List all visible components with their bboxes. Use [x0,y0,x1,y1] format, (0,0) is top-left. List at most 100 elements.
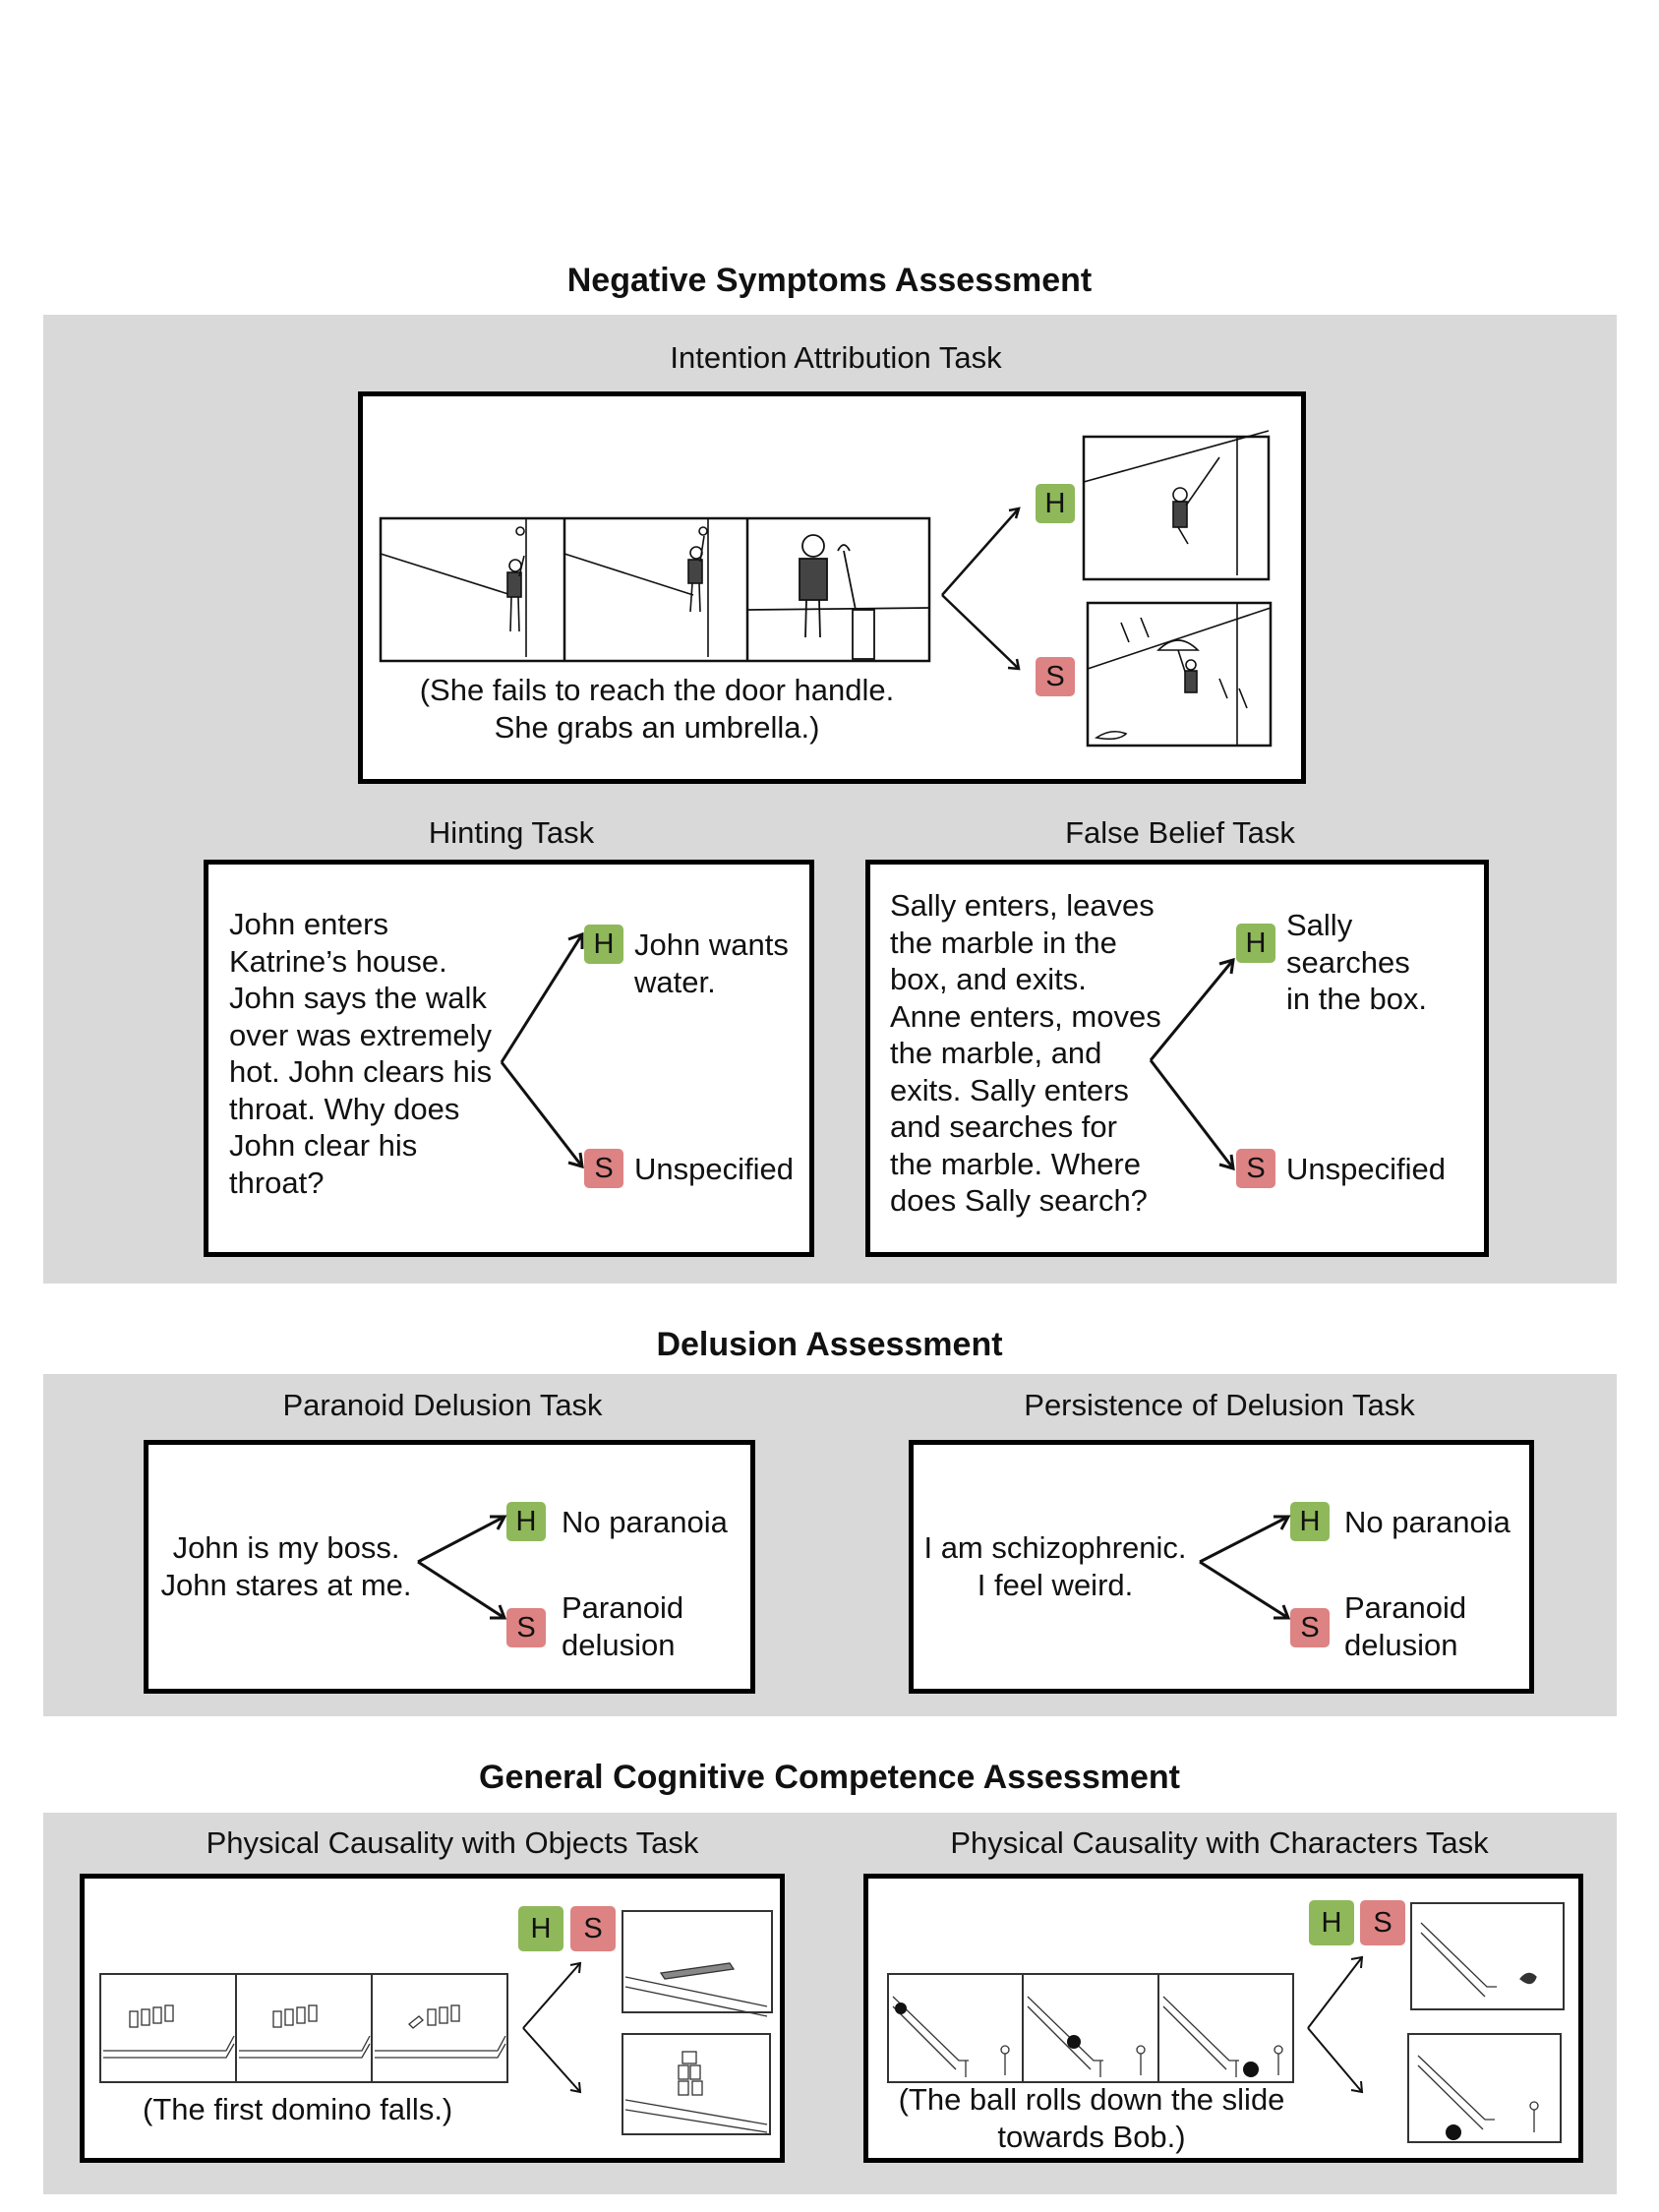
characters-outcome-s-frame [1407,2033,1562,2143]
false-belief-branch-arrows [1149,957,1235,1171]
persistence-h-badge: H [1290,1502,1330,1541]
intention-branch-arrows [941,507,1021,671]
hinting-story-line: hot. John clears his [229,1054,493,1089]
false-belief-h-answer-line: in the box. [1286,982,1428,1016]
hinting-story-line: throat. Why does [229,1091,460,1126]
characters-outcome-s-scene [1417,2055,1539,2140]
intention-strip-frame [379,516,931,663]
objects-s-badge: S [570,1906,616,1951]
hinting-h-answer-line: water. [634,964,716,999]
paranoid-s-badge: S [506,1608,546,1647]
cognitive-title: General Cognitive Competence Assessment [479,1759,1180,1796]
hinting-task-box [204,860,814,1257]
paranoid-statement: John is my boss. John stares at me. [153,1529,419,1603]
intention-panel-1 [380,518,527,657]
objects-outcome-h-scene [624,1962,768,2017]
objects-strip-frame [99,1973,508,2083]
characters-caption-line-2: towards Bob.) [997,2119,1186,2154]
paranoid-s-answer-line: Paranoid [562,1590,684,1625]
false-belief-story-line: and searches for [890,1109,1117,1144]
false-belief-story-line: Sally enters, leaves [890,888,1155,923]
characters-caption-line-1: (The ball rolls down the slide [898,2082,1285,2117]
paranoid-branch-arrows [417,1515,507,1620]
false-belief-task-box [865,860,1489,1257]
false-belief-s-answer: Unspecified [1286,1152,1446,1186]
hinting-h-answer-line: John wants [634,927,789,962]
intention-panel-3 [746,534,930,660]
paranoid-task-box [144,1440,755,1694]
intention-outcome-h-frame [1082,435,1271,581]
characters-strip-frame [887,1973,1294,2083]
characters-outcome-h-scene [1420,1922,1537,1998]
characters-task-box [863,1874,1583,2163]
objects-h-badge: H [518,1906,563,1951]
persistence-branch-arrows [1199,1515,1291,1620]
persistence-s-answer-line: delusion [1344,1627,1458,1662]
persistence-s-answer: Paranoid delusion [1344,1589,1466,1663]
characters-strip-slides [892,1996,1283,2077]
false-belief-story-line: exits. Sally enters [890,1072,1129,1107]
objects-strip-dominoes [129,2004,460,2029]
persistence-task-box [909,1440,1534,1694]
paranoid-h-answer: No paranoia [562,1505,728,1539]
hinting-task-title: Hinting Task [428,815,595,850]
intention-task-title: Intention Attribution Task [670,340,1002,375]
hinting-s-badge: S [584,1149,623,1188]
paranoid-s-answer: Paranoid delusion [562,1589,683,1663]
intention-caption-line-2: She grabs an umbrella.) [494,709,820,745]
hinting-story: John enters Katrine’s house. John says t… [229,906,524,1201]
persistence-h-answer: No paranoia [1344,1505,1511,1539]
characters-caption: (The ball rolls down the slide towards B… [875,2081,1308,2155]
paranoid-h-badge: H [506,1502,546,1541]
persistence-s-answer-line: Paranoid [1344,1590,1467,1625]
delusion-title: Delusion Assessment [656,1326,1003,1363]
paranoid-s-answer-line: delusion [562,1627,676,1662]
objects-outcome-s-scene [624,2051,768,2133]
characters-task-title: Physical Causality with Characters Task [950,1825,1489,1860]
intention-s-badge: S [1036,657,1075,696]
false-belief-h-answer-line: searches [1286,944,1410,980]
intention-caption: (She fails to reach the door handle. She… [413,672,901,746]
hinting-story-line: Katrine’s house. [229,943,447,979]
intention-h-badge: H [1036,484,1075,523]
paranoid-statement-line: John stares at me. [160,1567,412,1602]
objects-task-box [80,1874,785,2163]
intention-task-box [358,391,1306,784]
false-belief-story-line: the marble, and [890,1036,1102,1070]
persistence-s-badge: S [1290,1608,1330,1647]
hinting-story-line: throat? [229,1165,325,1200]
intention-outcome-h-figure [1083,430,1270,575]
characters-h-badge: H [1309,1900,1354,1945]
false-belief-h-answer: Sally searches in the box. [1286,907,1427,1018]
objects-branch-arrows [522,1961,582,2094]
false-belief-story-line: the marble in the [890,925,1117,960]
intention-outcome-s-figure [1087,603,1272,746]
hinting-branch-arrows [500,931,584,1169]
intention-panel-2 [563,518,709,657]
false-belief-h-answer-line: Sally [1286,908,1353,942]
hinting-story-line: John enters [229,907,388,941]
persistence-statement-line: I feel weird. [977,1567,1134,1602]
hinting-story-line: John clear his [229,1128,418,1163]
false-belief-story-line: the marble. Where [890,1146,1141,1181]
persistence-task-title: Persistence of Delusion Task [1024,1388,1415,1422]
false-belief-story-line: box, and exits. [890,962,1087,996]
objects-outcome-h-frame [622,1910,773,2013]
hinting-s-answer: Unspecified [634,1152,794,1186]
negative-symptoms-title: Negative Symptoms Assessment [566,262,1093,299]
false-belief-story: Sally enters, leaves the marble in the b… [890,887,1185,1220]
objects-task-title: Physical Causality with Objects Task [206,1825,699,1860]
objects-outcome-s-frame [622,2033,771,2135]
intention-caption-line-1: (She fails to reach the door handle. [419,673,895,707]
objects-strip-tables [103,2035,506,2059]
false-belief-task-title: False Belief Task [1065,815,1295,850]
characters-s-badge: S [1360,1900,1405,1945]
false-belief-story-line: Anne enters, moves [890,998,1161,1034]
hinting-h-answer: John wants water. [634,927,789,1000]
false-belief-story-line: does Sally search? [890,1183,1148,1218]
false-belief-h-badge: H [1236,924,1275,963]
persistence-statement-line: I am schizophrenic. [923,1530,1187,1565]
characters-branch-arrows [1307,1955,1364,2094]
hinting-story-line: over was extremely [229,1017,493,1052]
